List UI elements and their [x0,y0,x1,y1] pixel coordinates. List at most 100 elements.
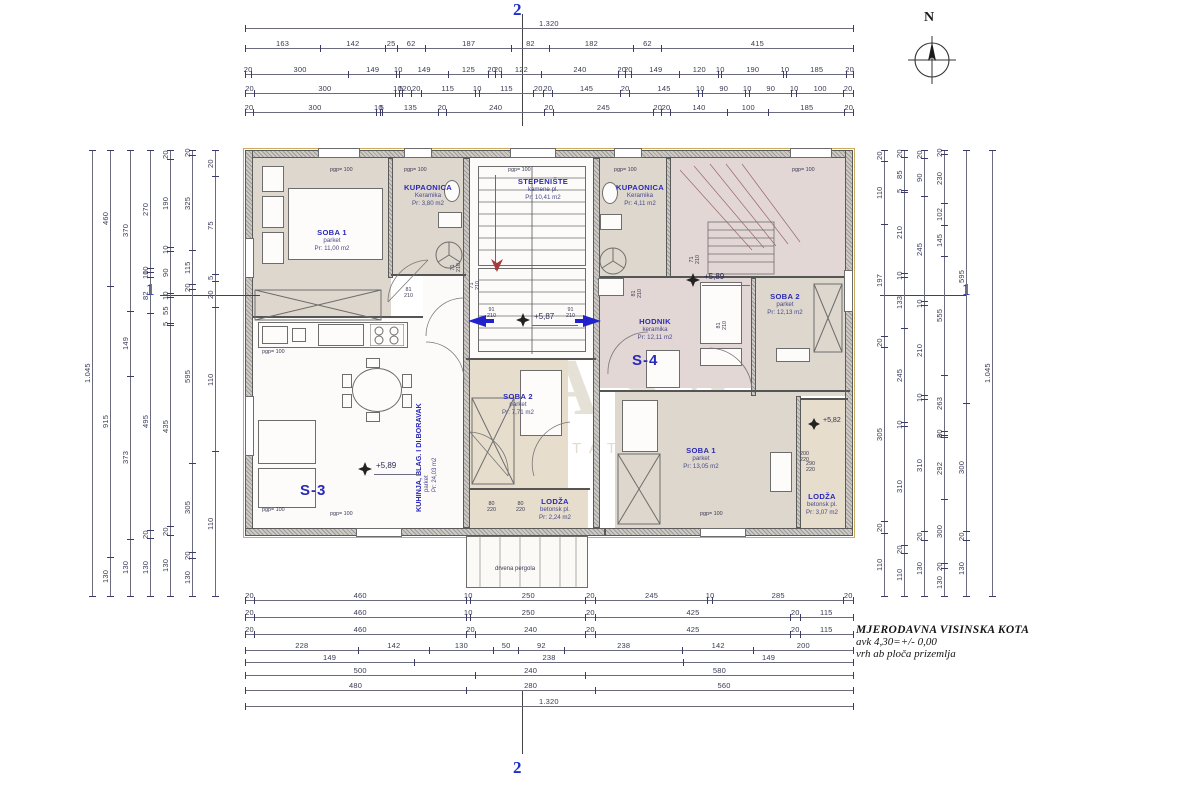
dimension-value: 135 [403,103,417,112]
apartment-label-s4: S-4 [632,352,659,369]
dimension-value: 20 [411,84,421,93]
dimension-tick [494,71,496,78]
dimension-value: 20 [585,591,595,600]
dimension-tick [661,109,663,116]
label-kuhinja-area: Pr: 24,03 m2 [432,458,438,492]
room-name: KUHINJA, BLAG. I DI.BORAVAK [414,403,423,512]
dimension-line [884,150,885,596]
room-finish: betonsk pl. [540,506,570,514]
dimension-tick [357,647,359,654]
dimension-value: 245 [644,591,659,600]
dimension-tick [244,45,246,52]
dimension-tick [212,149,219,151]
dimension-tick [852,71,854,78]
dimension-value: 1.045 [983,363,992,383]
dimension-value: 90 [766,84,776,93]
dimension-value: 10 [161,291,170,301]
dimension-value: 5 [379,103,384,112]
dimension-tick [661,45,663,52]
section-line-top [522,14,523,126]
room-finish: parket [776,301,794,309]
window-tag: pgp= 100 [330,511,353,517]
dimension-tick [881,595,888,597]
furniture-window-symbol [471,397,515,485]
dimension-tick [594,597,596,604]
dimension-tick [901,426,908,428]
label-soba2-center: SOBA 2 parket Pr: 7,71 m2 [480,392,556,417]
dimension-value: 415 [750,39,765,48]
dimension-tick [167,595,174,597]
dimension-tick [518,647,520,654]
furniture-washbasin [438,212,462,228]
dimension-line [245,675,853,676]
dimension-value: 240 [524,666,538,675]
dimension-tick [167,325,174,327]
dimension-value: 245 [915,242,924,256]
dimension-value: 10 [789,84,799,93]
section-marker-2-top: 2 [513,0,522,19]
dimension-value: 1.045 [83,363,92,383]
dimension-tick [901,149,908,151]
dimension-value: 125 [461,65,476,74]
elevation-value: +5,82 [823,417,841,424]
dimension-line [245,617,853,618]
dimension-value: 20 [875,523,884,533]
dimension-line [192,150,193,596]
dimension-value: 228 [295,641,309,650]
dimension-tick [244,614,246,621]
dimension-tick [901,189,908,191]
dimension-tick [941,435,948,437]
room-area: Pr: 11,00 m2 [314,245,350,253]
dimension-tick [474,90,476,97]
furniture-dining-table [352,368,402,412]
dimension-value: 238 [617,641,631,650]
dimension-value: 480 [349,681,363,690]
dimension-tick [744,90,746,97]
dimension-value: 285 [771,591,785,600]
wall-int-3 [593,158,600,528]
dimension-value: 10 [705,591,715,600]
dimension-tick [244,71,246,78]
dimension-value: 149 [366,65,380,74]
window-opening [356,528,402,537]
dimension-value: 20 [245,591,254,600]
elevation-value: +5,89 [704,272,725,281]
window-opening [245,396,254,456]
label-soba1-left: SOBA 1 parket Pr: 11,00 m2 [292,228,372,253]
dimension-tick [189,283,196,285]
wall-int-4 [666,158,671,278]
furniture-bed [700,282,742,344]
furniture-shower-icon [599,247,627,275]
dimension-line [130,150,131,596]
dimension-line [944,150,945,596]
dimension-value: 10 [161,245,170,254]
dimension-value: 495 [141,415,150,429]
dimension-line [245,112,853,113]
dimension-value: 20 [402,84,412,93]
pergola-beams [479,536,577,588]
dimension-tick [244,659,246,666]
dimension-value: 185 [800,103,814,112]
dimension-value: 300 [308,103,322,112]
dimension-value: 130 [183,570,192,584]
dimension-value: 292 [935,461,944,475]
dimension-tick [881,532,888,534]
dimension-tick [394,90,396,97]
dimension-value: 10 [895,420,904,430]
dimension-tick [791,90,793,97]
room-area: Pr: 12,11 m2 [637,334,673,342]
dimension-value: 10 [393,84,402,93]
dimension-tick [127,149,134,151]
room-name: HODNIK [639,317,671,326]
dimension-tick [852,703,854,710]
dimension-tick [941,430,948,432]
dimension-value: 130 [141,560,150,574]
dimension-tick [380,109,382,116]
dimension-tick [384,45,386,52]
compass-icon [908,36,956,84]
dimension-value: 20 [533,84,543,93]
furniture-sink [262,326,288,344]
dimension-value: 20 [243,65,253,74]
